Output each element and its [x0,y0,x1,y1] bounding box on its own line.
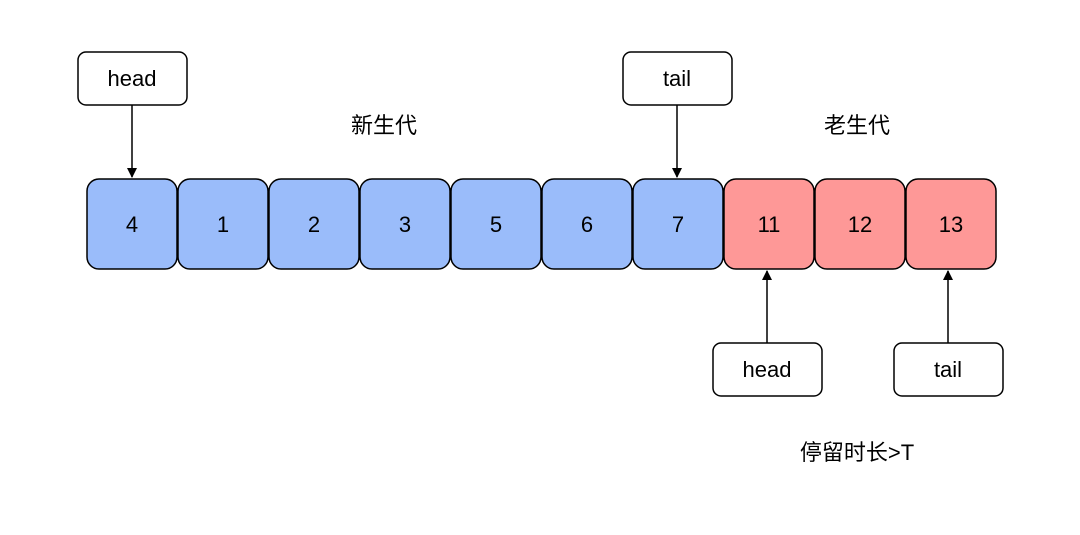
old-cell-value: 11 [758,212,781,237]
young-cell: 6 [541,178,633,270]
young-cell-value: 6 [581,212,593,237]
old-head-label: head [743,357,792,382]
old-cell: 13 [905,178,997,270]
old-cell-value: 12 [848,212,872,237]
old-cell-value: 13 [939,212,963,237]
young-tail-pointer: tail [622,51,733,178]
old-tail-label: tail [934,357,962,382]
old-tail-pointer: tail [893,270,1004,397]
young-cell: 2 [268,178,360,270]
young-cell: 3 [359,178,451,270]
condition-label: 停留时长>T [800,440,914,465]
young-cell-value: 3 [399,212,411,237]
young-cell: 1 [177,178,269,270]
young-head-label: head [108,66,157,91]
young-cell-value: 1 [217,212,229,237]
young-generation-label: 新生代 [351,113,417,138]
young-cell-value: 4 [126,212,138,237]
young-cell-value: 2 [308,212,320,237]
young-cell-value: 7 [672,212,684,237]
old-generation-label: 老生代 [824,113,890,138]
young-cell: 4 [86,178,178,270]
young-cell: 5 [450,178,542,270]
old-cell: 12 [814,178,906,270]
young-cell: 7 [632,178,724,270]
young-generation-list: 4 1 2 3 5 6 7 [86,178,724,270]
young-head-pointer: head [77,51,188,178]
young-cell-value: 5 [490,212,502,237]
old-generation-list: 11 12 13 [723,178,997,270]
young-tail-label: tail [663,66,691,91]
old-head-pointer: head [712,270,823,397]
old-cell: 11 [723,178,815,270]
